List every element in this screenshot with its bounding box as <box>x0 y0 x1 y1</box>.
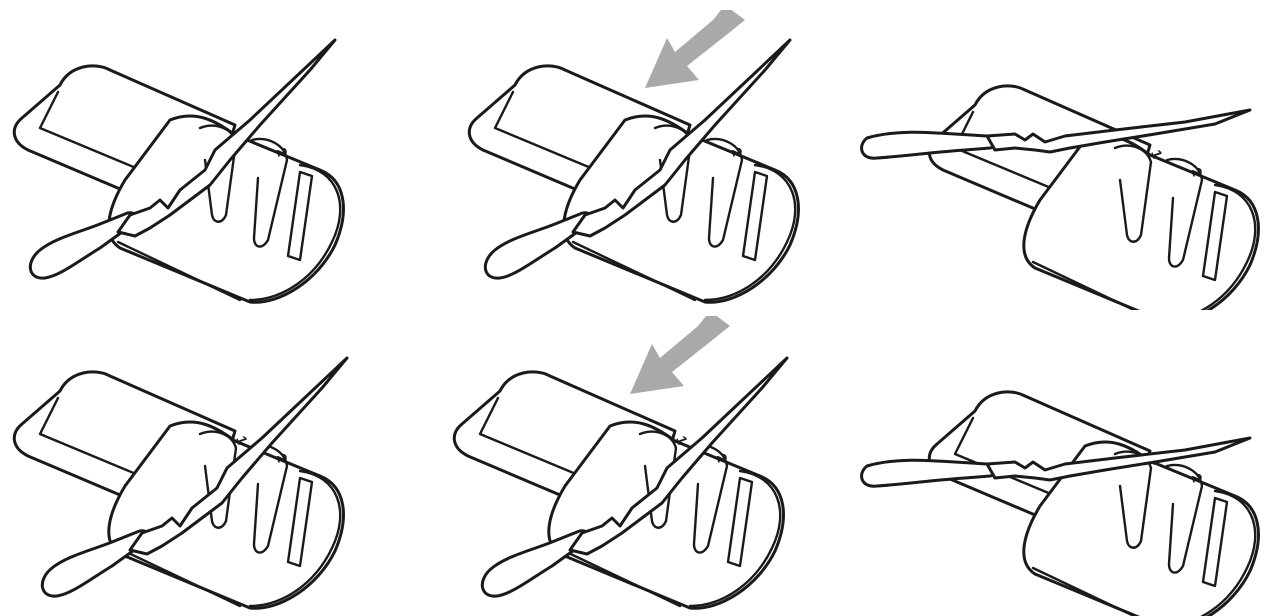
step-panel-6: 12 <box>855 316 1275 616</box>
step-panel-2: 12 <box>455 10 875 310</box>
push-direction-arrow <box>645 10 745 88</box>
arrow-icon <box>630 316 730 394</box>
step-illustration: 12 <box>455 10 875 310</box>
step-illustration: 12 <box>855 316 1275 616</box>
step-illustration: 12 <box>0 316 420 616</box>
step-panel-1: 12 <box>0 10 420 310</box>
arrow-icon <box>645 10 745 88</box>
sharpener-body <box>929 392 1258 616</box>
step-illustration: 12 <box>440 316 860 616</box>
step-illustration: 12 <box>855 10 1275 310</box>
knife-handle <box>482 531 588 596</box>
push-direction-arrow <box>630 316 730 394</box>
step-illustration: 12 <box>0 10 420 310</box>
knife-handle <box>42 531 148 596</box>
